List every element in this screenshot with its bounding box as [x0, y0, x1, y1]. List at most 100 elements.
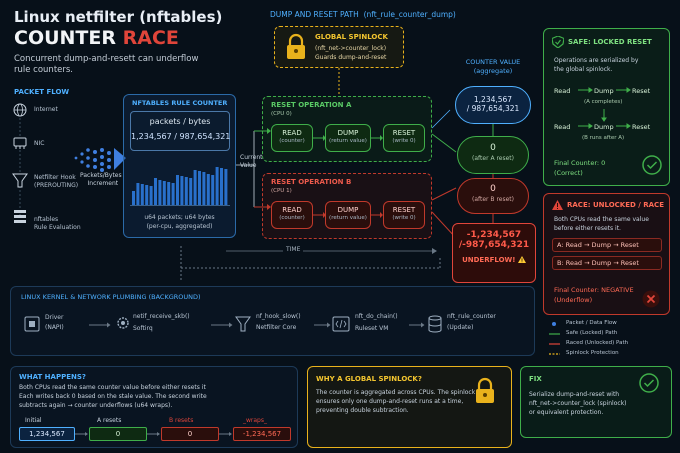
safe-row2-reset: Reset	[632, 123, 651, 131]
database-icon	[428, 315, 442, 333]
counter-value-after-a-value: 0	[490, 143, 496, 153]
subtitle: Concurrent dump-and-resett can underflow…	[14, 54, 198, 76]
kernel-driver-sub: (NAPI)	[45, 324, 64, 331]
counter-bar	[202, 172, 206, 205]
counter-bar	[167, 182, 171, 205]
safe-title: SAFE: LOCKED RESET	[568, 38, 652, 46]
counter-value-after-b-value: 0	[490, 184, 496, 194]
warning-icon	[517, 256, 526, 263]
reset-b-reset-sub: (write 0)	[392, 215, 416, 221]
counter-bar	[154, 178, 157, 205]
what-arrows	[75, 432, 232, 436]
spinlock-title: GLOBAL SPINLOCK	[315, 33, 388, 41]
counter-value-initial-line-2: / 987,654,321	[466, 104, 520, 113]
packet-flow-icons	[12, 103, 28, 223]
safe-arrows	[578, 87, 631, 129]
reset-b-title: RESET OPERATION B	[271, 178, 352, 186]
chip-icon	[24, 316, 40, 332]
race-desc-2: before either resets it.	[554, 225, 621, 232]
kernel-netif: netif_receive_skb()	[133, 313, 190, 320]
page-title-race: COUNTER RACE	[14, 27, 179, 49]
flow-hook-sub: (PREROUTING)	[34, 182, 79, 189]
why-heading: WHY A GLOBAL SPINLOCK?	[316, 375, 422, 383]
padlock-icon-small	[476, 377, 494, 403]
legend-swatches	[549, 322, 560, 355]
safe-row1-reset: Reset	[632, 87, 651, 95]
filter-icon	[235, 316, 251, 332]
flow-nftables: nftables	[34, 216, 59, 223]
safe-final-1: Final Counter: 0	[554, 159, 606, 167]
safe-desc-2: the global spinlock.	[554, 66, 613, 73]
race-panel: RACE: UNLOCKED / RACE Both CPUs read the…	[543, 193, 670, 315]
kernel-rule-counter-sub: (Update)	[447, 324, 474, 331]
kernel-nf-hook: nf_hook_slow()	[256, 313, 301, 320]
counter-bar	[158, 180, 162, 205]
spinlock-box: GLOBAL SPINLOCK (nft_net->counter_lock) …	[274, 26, 404, 68]
kernel-nft-do-chain: nft_do_chain()	[355, 313, 398, 320]
packet-arrow-label: Packets/Bytes Increment	[80, 172, 122, 188]
gear-icon	[117, 317, 129, 329]
race-final-1: Final Counter: NEGATIVE	[554, 286, 634, 294]
counter-bar	[162, 181, 166, 205]
legend: Packet / Data Flow Safe (Locked) Path Ra…	[548, 320, 673, 360]
fix-heading: FIX	[529, 375, 542, 383]
kernel-nf-hook-sub: Netfilter Core	[256, 324, 297, 331]
current-value-label-2: Value	[240, 162, 257, 169]
reset-a-cpu: (CPU 0)	[271, 111, 292, 117]
why-line-1: The counter is aggregated across CPUs. T…	[316, 389, 476, 396]
padlock-icon	[287, 33, 305, 59]
what-line-3: subtracts again → counter underflows (u6…	[19, 402, 173, 409]
underflow-label: UNDERFLOW!	[462, 256, 516, 264]
title-counter: COUNTER	[14, 27, 123, 49]
counter-value-heading-2: (aggregate)	[473, 67, 513, 75]
fix-line-2: nft_net->counter_lock (spinlock)	[529, 400, 627, 407]
reset-b-dump-sub: (return value)	[329, 215, 367, 221]
kernel-heading: LINUX KERNEL & NETWORK PLUMBING (BACKGRO…	[21, 293, 201, 301]
safe-desc-1: Operations are serialized by	[554, 57, 639, 64]
flow-rule-eval: Rule Evaluation	[34, 224, 81, 231]
legend-raced: Raced (Unlocked) Path	[566, 340, 629, 346]
kernel-panel: LINUX KERNEL & NETWORK PLUMBING (BACKGRO…	[10, 286, 535, 356]
race-final-2: (Underflow)	[554, 296, 593, 304]
kernel-netif-sub: Softirq	[133, 325, 153, 332]
page-title: Linux netfilter (nftables)	[14, 8, 223, 26]
dump-path-heading: DUMP AND RESET PATH (nft_rule_counter_du…	[270, 10, 456, 19]
safe-row2-note: (B runs after A)	[582, 135, 625, 141]
counter-value-after-b: 0 (after B reset)	[457, 178, 529, 214]
dump-path-heading-fn: (nft_rule_counter_dump)	[363, 10, 456, 19]
reset-a-title: RESET OPERATION A	[271, 101, 352, 109]
reset-b-dump-node: DUMP(return value)	[325, 201, 371, 229]
what-val-initial: 1,234,567	[19, 427, 75, 441]
kernel-rule-counter: nft_rule_counter	[447, 313, 496, 320]
counter-value-initial: 1,234,567 / 987,654,321	[455, 86, 531, 124]
reset-a-panel: RESET OPERATION A (CPU 0) READ(counter) …	[262, 96, 432, 162]
reset-a-dump-title: DUMP	[337, 129, 359, 137]
counter-bar	[171, 183, 175, 205]
reset-a-read-title: READ	[282, 129, 302, 137]
what-val-a: 0	[89, 427, 147, 441]
counter-bar	[224, 169, 228, 205]
counter-value-heading: COUNTER VALUE (aggregate)	[448, 58, 538, 76]
safe-final-2: (Correct)	[554, 169, 583, 177]
race-desc-1: Both CPUs read the same value	[554, 216, 649, 223]
counter-value-after-a: 0 (after A reset)	[457, 136, 529, 174]
reset-b-read-sub: (counter)	[279, 215, 305, 221]
what-val-wraps: -1,234,567	[233, 427, 291, 441]
counter-bar	[193, 170, 197, 205]
counter-value-underflow: -1,234,567 /-987,654,321 UNDERFLOW!	[452, 223, 536, 283]
counter-bar	[140, 184, 144, 205]
time-label: TIME	[283, 246, 304, 253]
reset-b-cpu: (CPU 1)	[271, 188, 292, 194]
reset-b-read-title: READ	[282, 206, 302, 214]
what-happens-panel: WHAT HAPPENS? Both CPUs read the same co…	[10, 366, 298, 448]
error-circle-icon	[642, 290, 660, 308]
reset-a-arrows	[313, 135, 383, 141]
reset-b-dump-title: DUMP	[337, 206, 359, 214]
safe-row2-dump: Dump	[594, 123, 614, 131]
what-heading: WHAT HAPPENS?	[19, 373, 86, 381]
reset-b-reset-node: RESET(write 0)	[383, 201, 425, 229]
counter-value-after-b-sub: (after B reset)	[471, 196, 514, 203]
counter-bar	[132, 191, 135, 205]
legend-packet: Packet / Data Flow	[566, 320, 617, 326]
counter-value-after-a-sub: (after A reset)	[472, 155, 514, 162]
